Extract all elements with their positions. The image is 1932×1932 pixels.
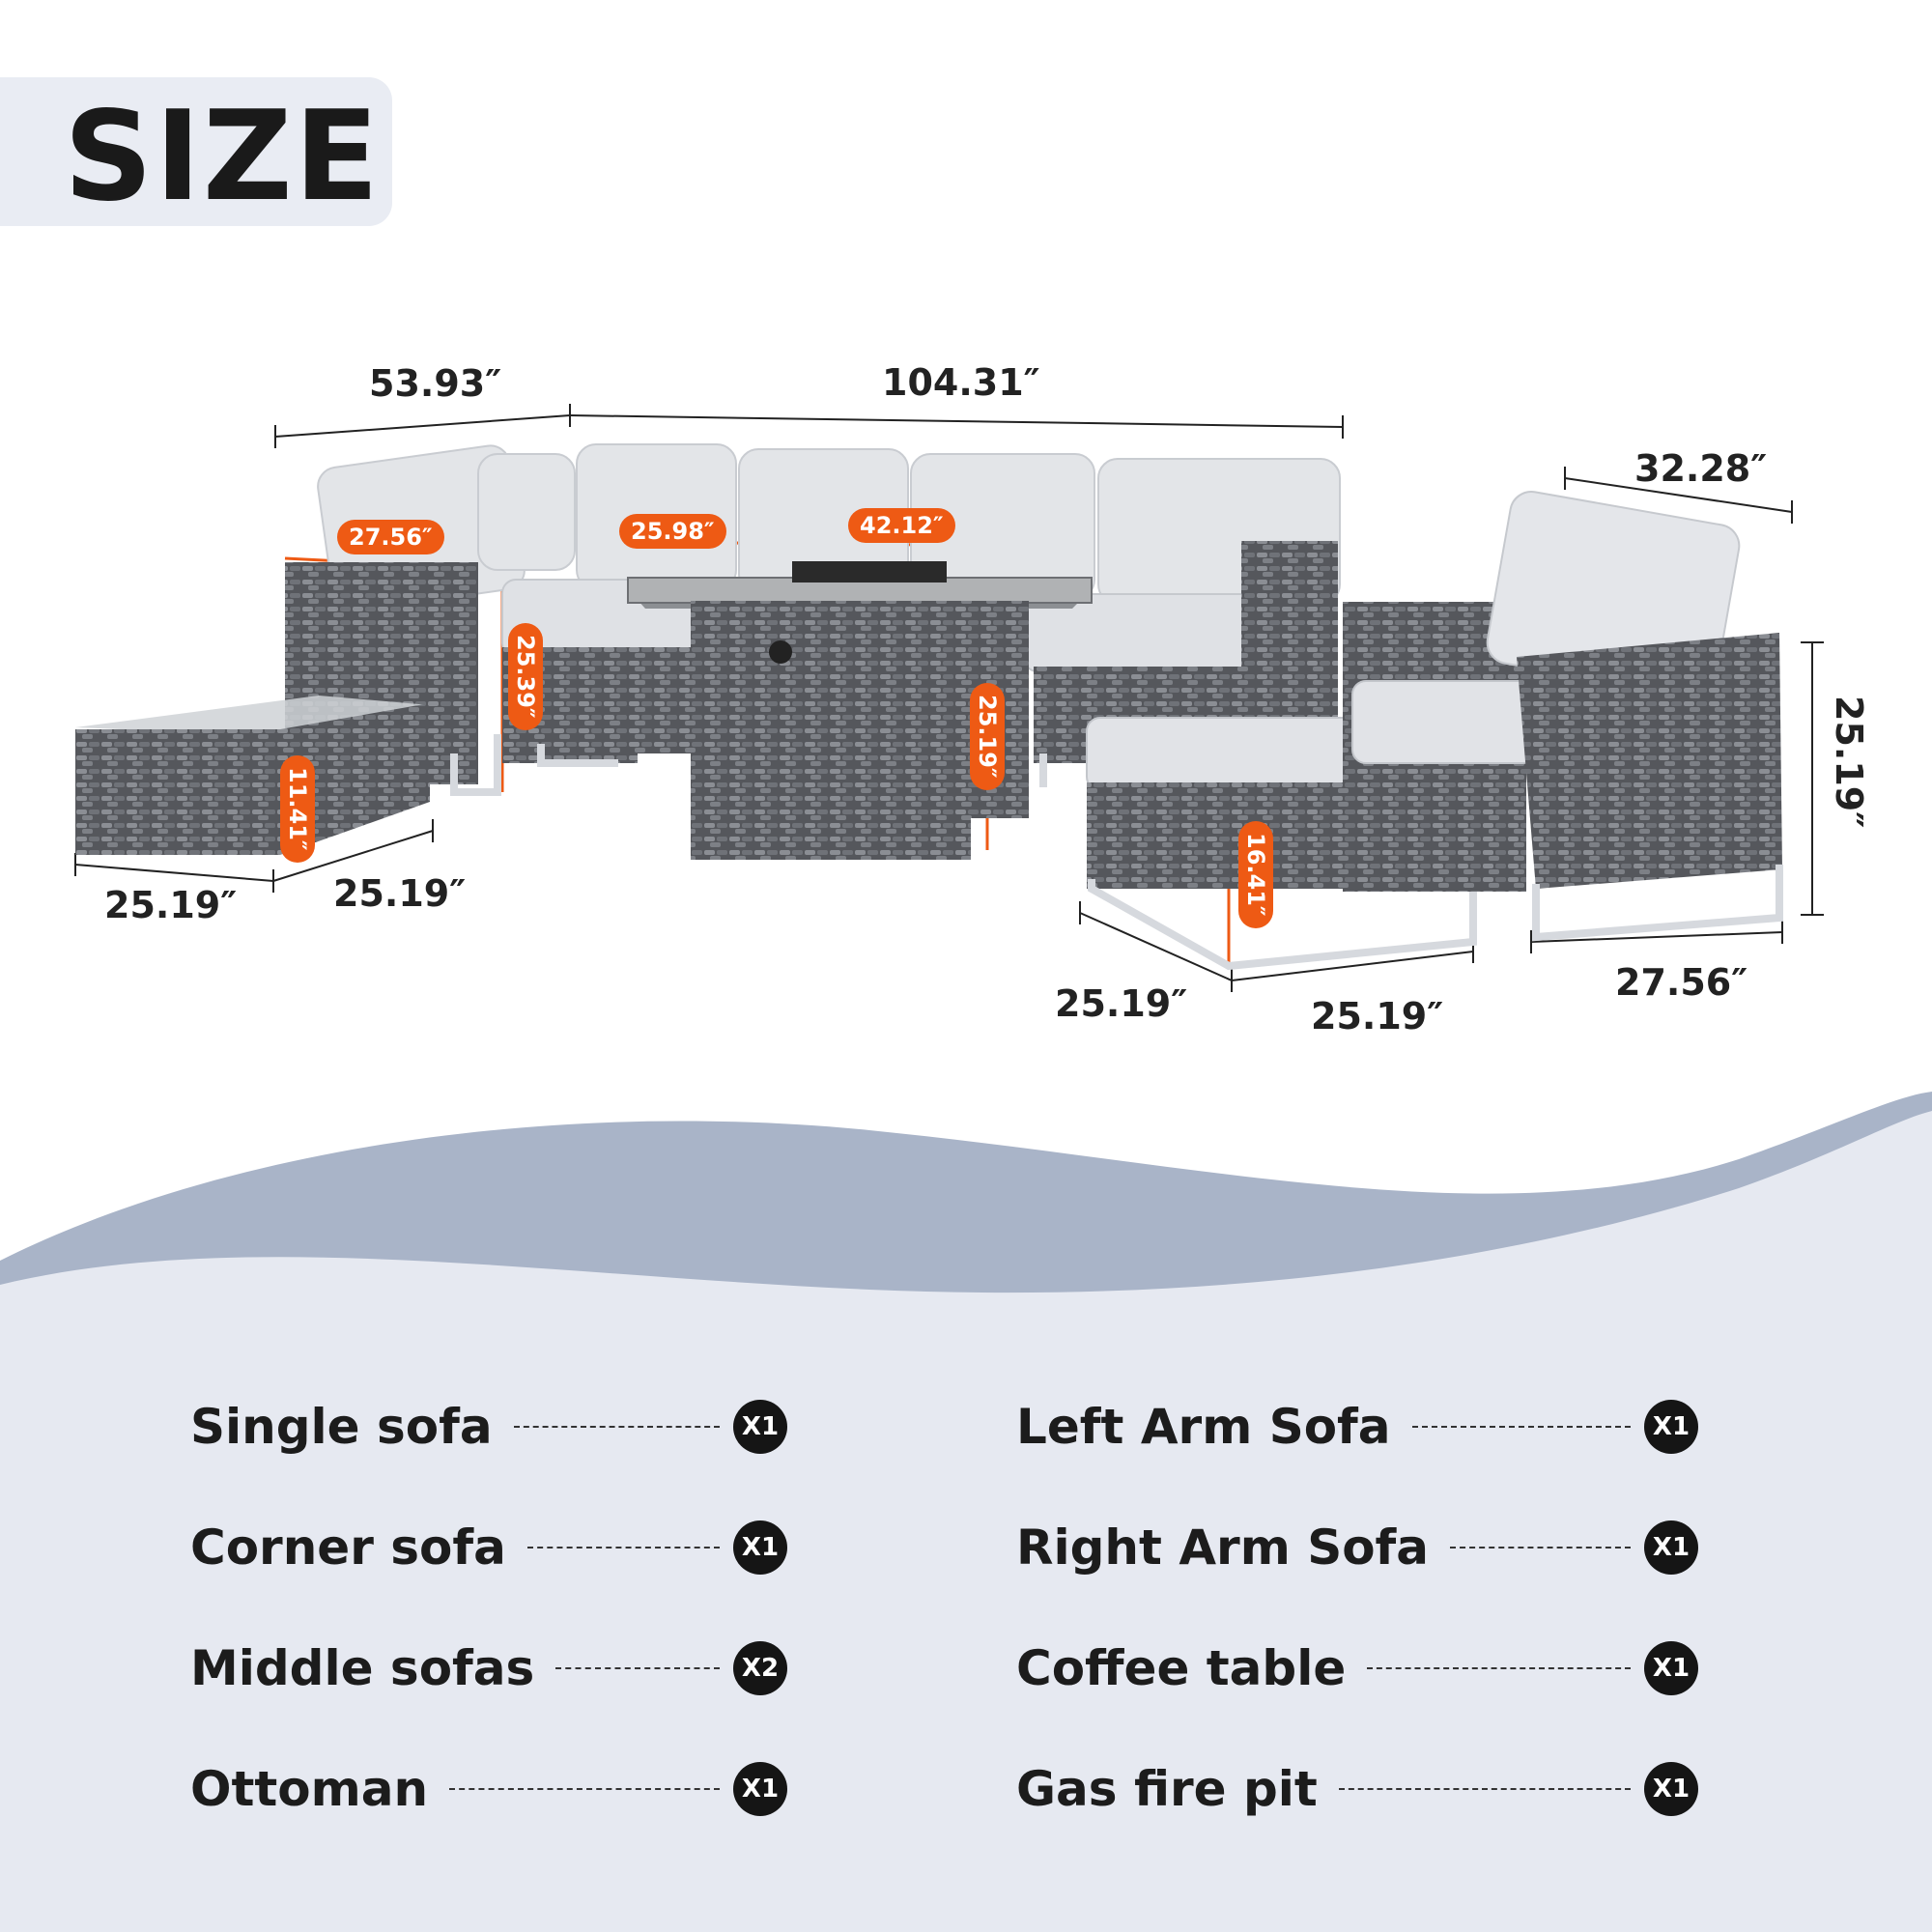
item-label: Corner sofa	[190, 1520, 506, 1576]
dimension-callout: 42.12″	[848, 508, 955, 543]
dimension-callout: 11.41″	[280, 755, 315, 863]
list-item: Corner sofa X1	[190, 1519, 787, 1577]
list-item: Ottoman X1	[190, 1760, 787, 1818]
dotted-leader	[526, 1547, 720, 1548]
dotted-leader	[1450, 1547, 1631, 1548]
list-item: Coffee table X1	[1016, 1639, 1698, 1697]
item-label: Ottoman	[190, 1761, 429, 1817]
dotted-leader	[513, 1426, 720, 1428]
dimension-label: 25.19″	[1828, 696, 1870, 829]
dimension-callout: 16.41″	[1238, 821, 1273, 928]
quantity-badge: X1	[1644, 1641, 1698, 1695]
quantity-badge: X1	[1644, 1520, 1698, 1575]
dimension-label: 32.28″	[1634, 447, 1768, 490]
dimension-callout: 25.39″	[508, 623, 543, 730]
list-item: Middle sofas X2	[190, 1639, 787, 1697]
dotted-leader	[555, 1667, 720, 1669]
item-label: Coffee table	[1016, 1640, 1347, 1696]
furniture-set-illustration	[74, 404, 1824, 992]
dimension-label: 25.19″	[1055, 982, 1188, 1025]
quantity-badge: X1	[1644, 1400, 1698, 1454]
page-title: SIZE	[64, 85, 382, 229]
background-wave	[0, 1092, 1932, 1932]
quantity-badge: X1	[1644, 1762, 1698, 1816]
dotted-leader	[449, 1788, 720, 1790]
item-label: Right Arm Sofa	[1016, 1520, 1430, 1576]
dotted-leader	[1367, 1667, 1631, 1669]
dotted-leader	[1411, 1426, 1631, 1428]
dimension-label: 27.56″	[1615, 961, 1748, 1004]
quantity-badge: X1	[733, 1762, 787, 1816]
dimension-label: 25.19″	[1311, 995, 1444, 1037]
list-item: Right Arm Sofa X1	[1016, 1519, 1698, 1577]
quantity-badge: X2	[733, 1641, 787, 1695]
list-item: Single sofa X1	[190, 1398, 787, 1456]
title-banner	[0, 77, 392, 226]
item-label: Middle sofas	[190, 1640, 535, 1696]
dimension-label: 53.93″	[369, 362, 502, 405]
dotted-leader	[1338, 1788, 1631, 1790]
dimension-label: 104.31″	[882, 361, 1040, 404]
dimension-callout: 25.98″	[619, 514, 726, 549]
quantity-badge: X1	[733, 1400, 787, 1454]
item-label: Gas fire pit	[1016, 1761, 1318, 1817]
list-item: Gas fire pit X1	[1016, 1760, 1698, 1818]
quantity-badge: X1	[733, 1520, 787, 1575]
dimension-label: 25.19″	[333, 872, 467, 915]
item-label: Single sofa	[190, 1399, 493, 1455]
dimension-label: 25.19″	[104, 884, 238, 926]
dimension-callout: 27.56″	[337, 520, 444, 554]
list-item: Left Arm Sofa X1	[1016, 1398, 1698, 1456]
item-label: Left Arm Sofa	[1016, 1399, 1391, 1455]
dimension-callout: 25.19″	[970, 683, 1005, 790]
